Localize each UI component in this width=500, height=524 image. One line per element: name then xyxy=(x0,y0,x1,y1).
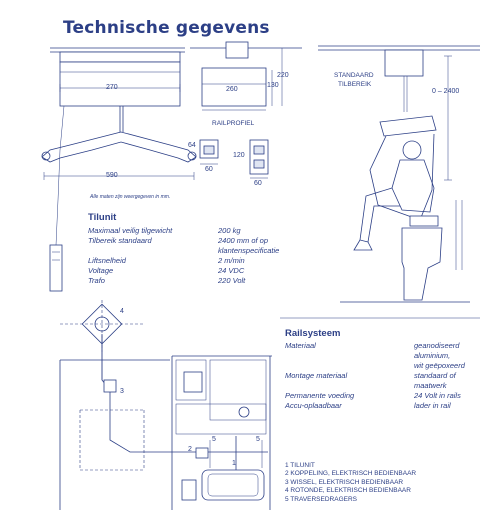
spec-label: Voltage xyxy=(88,266,114,275)
tilunit-heading: Tilunit xyxy=(88,212,117,223)
sling-illustration xyxy=(318,45,480,303)
spec-value: 200 kg xyxy=(218,226,241,235)
spec-label xyxy=(88,246,214,256)
legend-item: 3 WISSEL, ELEKTRISCH BEDIENBAAR xyxy=(285,478,404,486)
dim-hoist-spread: 590 xyxy=(106,172,118,179)
legend-item: 2 KOPPELING, ELEKTRISCH BEDIENBAAR xyxy=(285,470,417,478)
range-label: 0 – 2400 xyxy=(432,88,460,95)
spec-label: Tilbereik standaard xyxy=(88,236,152,245)
spec-label xyxy=(285,361,395,371)
dimension-note: Alle maten zijn weergegeven in mm. xyxy=(90,194,171,200)
spec-label xyxy=(285,381,395,391)
spec-value: lader in rail xyxy=(414,401,451,410)
legend-item: 1 TILUNIT xyxy=(285,462,315,469)
dim-130: 130 xyxy=(267,82,279,89)
dim-120: 120 xyxy=(233,152,245,159)
floor-plan xyxy=(59,300,272,510)
rail-profile-label: RAILPROFIEL xyxy=(212,120,255,127)
spec-value: 24 VDC xyxy=(218,266,245,275)
tilbereik-label: TILBEREIK xyxy=(338,81,372,88)
spec-label: Materiaal xyxy=(285,341,316,350)
spec-value: 2400 mm of op xyxy=(218,236,269,245)
tilunit-values: 200 kg 2400 mm of op klantenspecificatie… xyxy=(218,226,298,286)
dim-hoist-width: 270 xyxy=(106,84,118,91)
dim-60-b: 60 xyxy=(254,180,262,187)
spec-label: Liftsnelheid xyxy=(88,256,126,265)
marker-1: 1 xyxy=(232,460,236,467)
dim-rail-width: 260 xyxy=(226,86,238,93)
spec-label: Permanente voeding xyxy=(285,391,355,400)
marker-3: 3 xyxy=(120,388,124,395)
marker-4: 4 xyxy=(120,308,124,315)
spec-value: standaard of xyxy=(414,371,456,380)
legend-item: 5 TRAVERSEDRAGERS xyxy=(285,495,358,503)
spec-label: Accu-oplaadbaar xyxy=(285,401,342,410)
spec-value: maatwerk xyxy=(414,381,447,390)
spec-value: aluminium, xyxy=(414,351,451,360)
spec-value: geanodiseerd xyxy=(414,341,460,350)
marker-5-right: 5 xyxy=(256,436,260,443)
marker-5-left: 5 xyxy=(212,436,216,443)
page-title: Technische gegevens xyxy=(63,18,270,38)
spec-label: Maximaal veilig tilgewicht xyxy=(88,226,173,235)
spec-value: wit geëpoxeerd xyxy=(414,361,465,370)
spec-value: 220 Volt xyxy=(218,276,246,285)
spec-value: 2 m/min xyxy=(218,256,245,265)
legend-item: 4 ROTONDE, ELEKTRISCH BEDIENBAAR xyxy=(285,487,411,495)
spec-value: 24 Volt in rails xyxy=(414,391,461,400)
railsysteem-values: geanodiseerd aluminium, wit geëpoxeerd s… xyxy=(414,341,494,411)
spec-label xyxy=(285,351,395,361)
hoist-drawing xyxy=(41,47,197,292)
railsysteem-labels: Materiaal Montage materiaal Permanente v… xyxy=(285,341,395,411)
railsysteem-heading: Railsysteem xyxy=(285,328,341,339)
spec-value: klantenspecificatie xyxy=(218,246,280,255)
marker-2: 2 xyxy=(188,446,192,453)
tilunit-labels: Maximaal veilig tilgewicht Tilbereik sta… xyxy=(88,226,214,286)
dim-64: 64 xyxy=(188,142,196,149)
dim-60-a: 60 xyxy=(205,166,213,173)
spec-label: Montage materiaal xyxy=(285,371,348,380)
standard-label: STANDAARD xyxy=(334,72,374,79)
legend: 1 TILUNIT 2 KOPPELING, ELEKTRISCH BEDIEN… xyxy=(285,462,416,504)
rail-profile-drawing xyxy=(190,41,302,179)
dim-220: 220 xyxy=(277,72,289,79)
spec-label: Trafo xyxy=(88,276,105,285)
